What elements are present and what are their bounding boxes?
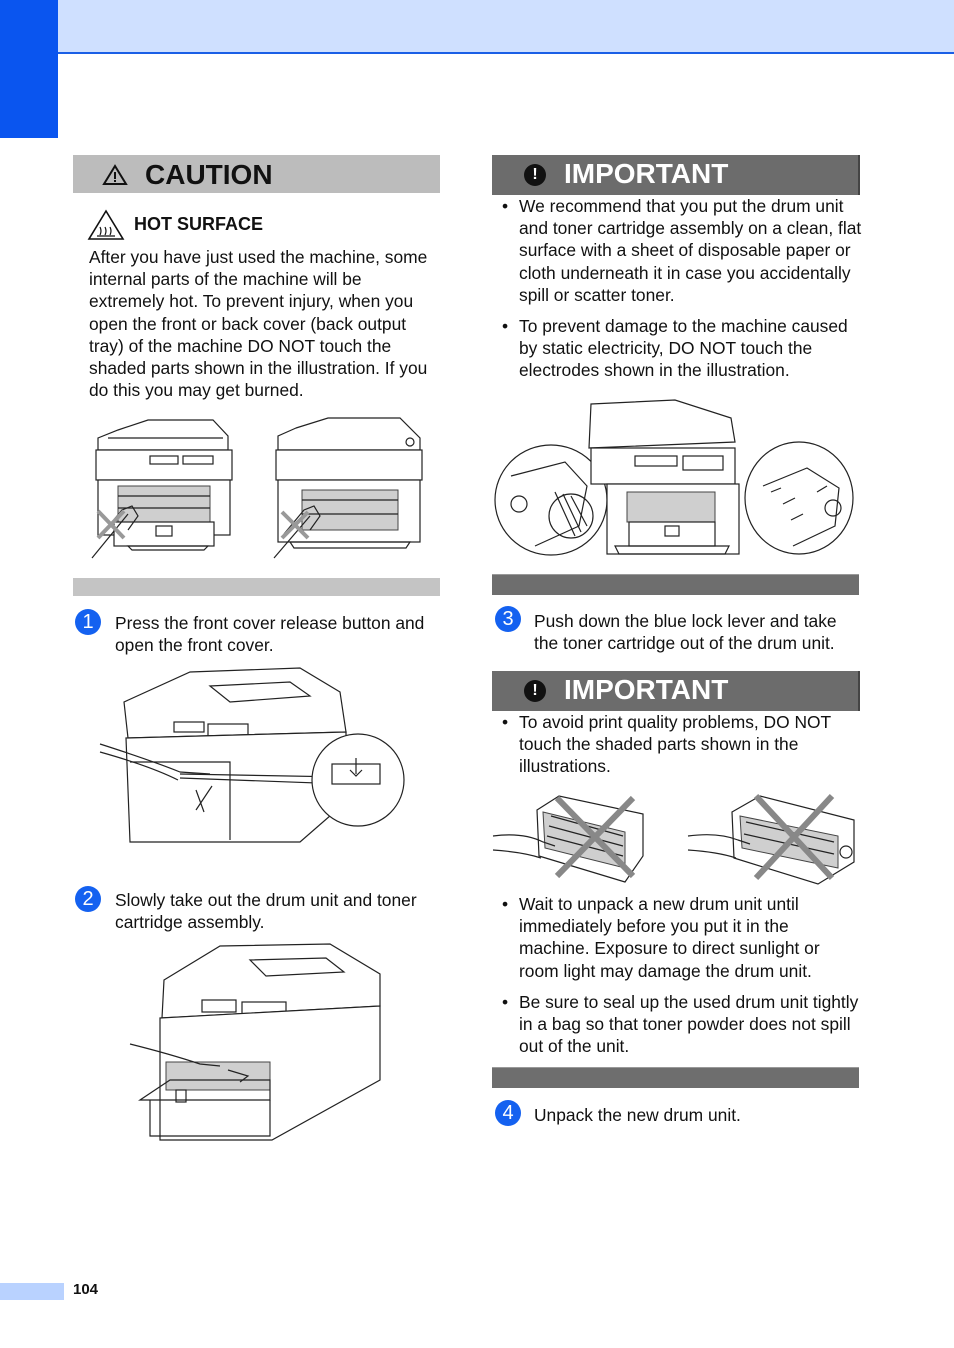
page-number: 104 xyxy=(73,1281,99,1298)
important-1-footer-bar xyxy=(492,574,859,595)
drum-unit-illustration xyxy=(687,793,855,885)
important-2-header: ! IMPORTANT xyxy=(492,671,860,711)
caution-footer-bar xyxy=(73,578,440,596)
printer-front-open-illustration xyxy=(91,419,233,559)
step-3-text: Push down the blue lock lever and take t… xyxy=(534,611,837,654)
important-1-header: ! IMPORTANT xyxy=(492,155,860,195)
step-2-text: Slowly take out the drum unit and toner … xyxy=(115,890,417,933)
caution-header: CAUTION xyxy=(73,155,440,193)
important-1-bullet-text: We recommend that you put the drum unit … xyxy=(519,196,862,305)
chapter-tab xyxy=(0,0,58,138)
drum-removal-illustration xyxy=(129,943,381,1141)
toner-cartridge-illustration xyxy=(492,795,644,883)
important-2-bullet-text: Wait to unpack a new drum unit until imm… xyxy=(519,894,820,981)
important-exclamation-icon: ! xyxy=(524,164,546,186)
front-cover-open-illustration xyxy=(99,667,405,843)
hot-surface-label: HOT SURFACE xyxy=(134,214,264,234)
important-1-bullet-text: To prevent damage to the machine caused … xyxy=(519,316,848,381)
step-1-text: Press the front cover release button and… xyxy=(115,613,425,656)
warning-triangle-icon xyxy=(102,164,128,185)
page-footer-band xyxy=(0,1283,64,1300)
printer-back-open-illustration xyxy=(273,417,423,559)
step-1-marker: 1 xyxy=(75,609,101,635)
important-2-bullet-text: To avoid print quality problems, DO NOT … xyxy=(519,712,831,777)
step-4-marker: 4 xyxy=(495,1100,521,1126)
important-2-footer-bar xyxy=(492,1067,859,1088)
step-3-marker: 3 xyxy=(495,606,521,632)
caution-text: After you have just used the machine, so… xyxy=(89,247,428,401)
step-2-marker: 2 xyxy=(75,886,101,912)
hot-surface-icon xyxy=(87,209,125,240)
important-1-title: IMPORTANT xyxy=(564,158,729,189)
important-exclamation-icon: ! xyxy=(524,680,546,702)
electrodes-illustration xyxy=(494,399,854,556)
caution-title: CAUTION xyxy=(145,159,273,190)
header-band xyxy=(0,0,954,54)
important-2-bullet-text: Be sure to seal up the used drum unit ti… xyxy=(519,992,859,1057)
step-4-text: Unpack the new drum unit. xyxy=(534,1105,741,1125)
important-2-title: IMPORTANT xyxy=(564,674,729,705)
